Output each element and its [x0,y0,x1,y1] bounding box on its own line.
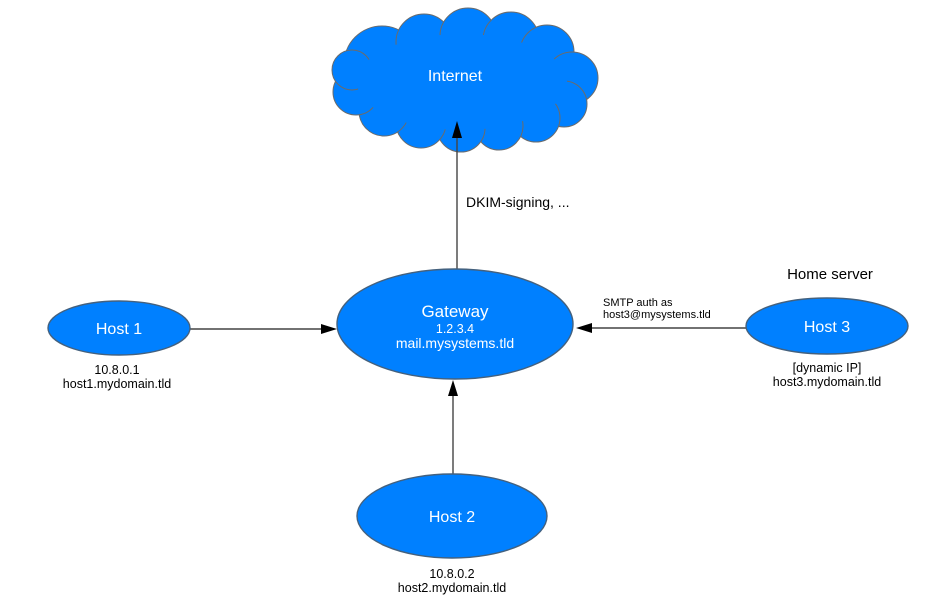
host3-hostname: host3.mydomain.tld [773,375,881,389]
gateway-ip: 1.2.3.4 [436,322,474,336]
gateway-ellipse [336,268,574,380]
edge-host1-to-gateway [190,324,337,334]
dkim-label: DKIM-signing, ... [466,194,569,210]
host2-node: Host 2 10.8.0.2 host2.mydomain.tld [356,473,548,595]
smtp-auth-label-line1: SMTP auth as [603,297,673,309]
internet-cloud: Internet [331,7,599,153]
host2-ellipse [356,473,548,559]
home-server-caption: Home server [787,266,873,283]
host3-label: Host 3 [804,319,850,336]
arrowhead [321,324,337,334]
gateway-hostname: mail.mysystems.tld [396,335,514,351]
host3-ip: [dynamic IP] [793,361,862,375]
edge-host3-to-gateway: SMTP auth as host3@mysystems.tld [576,297,746,333]
edge-gateway-to-internet: DKIM-signing, ... [452,121,569,269]
gateway-title: Gateway [421,302,489,321]
internet-label: Internet [428,68,483,85]
host1-label: Host 1 [96,321,142,338]
host3-node: Home server Host 3 [dynamic IP] host3.my… [745,266,909,389]
edge-host2-to-gateway [448,380,458,474]
host1-hostname: host1.mydomain.tld [63,377,171,391]
host2-label: Host 2 [429,509,475,526]
gateway-node: Gateway 1.2.3.4 mail.mysystems.tld [336,268,574,380]
host2-ip: 10.8.0.2 [429,567,474,581]
host1-ip: 10.8.0.1 [94,363,139,377]
arrowhead [576,323,592,333]
host1-node: Host 1 10.8.0.1 host1.mydomain.tld [47,300,191,391]
cloud-core [357,34,567,130]
host3-ellipse [745,297,909,355]
host2-hostname: host2.mydomain.tld [398,581,506,595]
arrowhead [448,380,458,396]
host1-ellipse [47,300,191,356]
smtp-auth-label-line2: host3@mysystems.tld [603,309,711,321]
arrowhead [452,121,462,138]
